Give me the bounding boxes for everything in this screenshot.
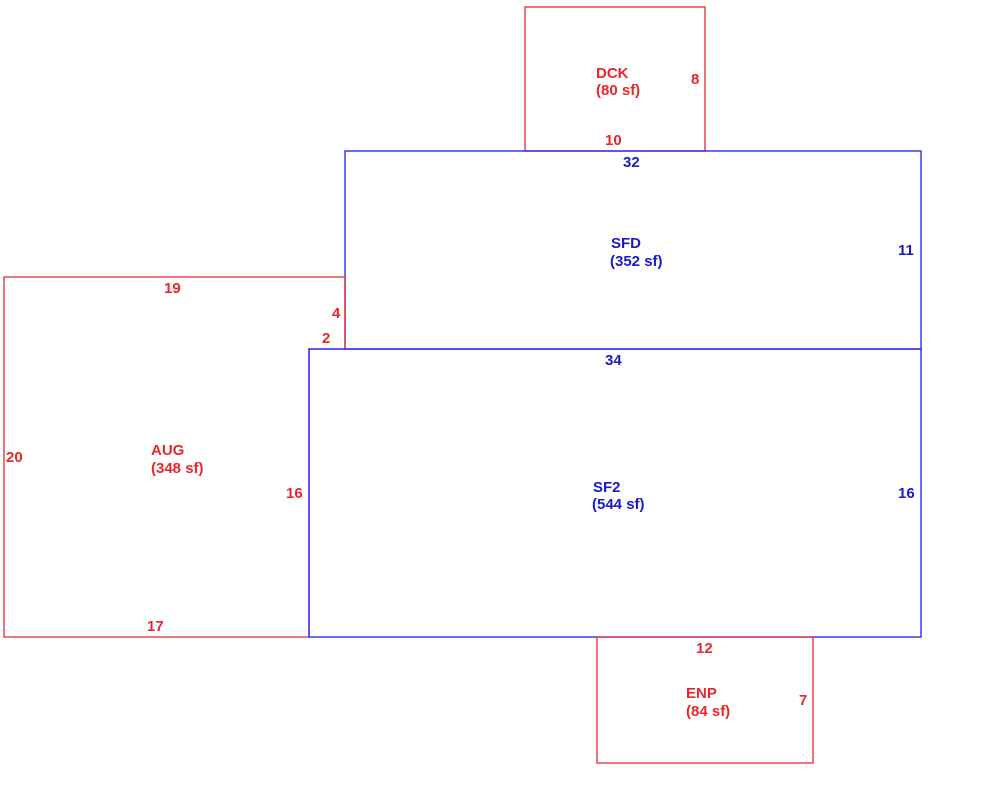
enp-dim-side: 7	[799, 692, 807, 709]
aug-dim-step: 2	[322, 330, 330, 347]
sf2-area: (544 sf)	[592, 496, 645, 513]
enp-label: ENP	[686, 685, 717, 702]
sfd-dim-side: 11	[898, 242, 914, 259]
sf2-dim-top: 34	[605, 352, 622, 369]
dck-label: DCK	[596, 65, 629, 82]
aug-dim-side-upper: 4	[332, 305, 341, 322]
aug-area: (348 sf)	[151, 460, 204, 477]
enp-section: ENP (84 sf) 12 7	[596, 636, 814, 764]
aug-dim-right: 16	[286, 485, 303, 502]
enp-outline	[596, 636, 814, 764]
aug-dim-left: 20	[6, 449, 23, 466]
sfd-section: SFD (352 sf) 32 11	[344, 150, 922, 350]
aug-section: AUG (348 sf) 19 4 2 20 16 17	[3, 276, 346, 638]
dck-dim-bottom: 10	[605, 132, 622, 149]
aug-dim-top: 19	[164, 280, 181, 297]
aug-label: AUG	[151, 442, 184, 459]
aug-dim-bottom: 17	[147, 618, 164, 635]
dck-dim-side: 8	[691, 71, 699, 88]
sfd-area: (352 sf)	[610, 253, 663, 270]
dck-area: (80 sf)	[596, 82, 640, 99]
dck-section: DCK (80 sf) 8 10	[524, 6, 706, 152]
sfd-dim-top: 32	[623, 154, 640, 171]
sf2-label: SF2	[593, 479, 621, 496]
sfd-label: SFD	[611, 235, 641, 252]
enp-dim-top: 12	[696, 640, 713, 657]
sf2-dim-side: 16	[898, 485, 915, 502]
sf2-section: SF2 (544 sf) 34 16	[308, 348, 922, 638]
enp-area: (84 sf)	[686, 703, 730, 720]
